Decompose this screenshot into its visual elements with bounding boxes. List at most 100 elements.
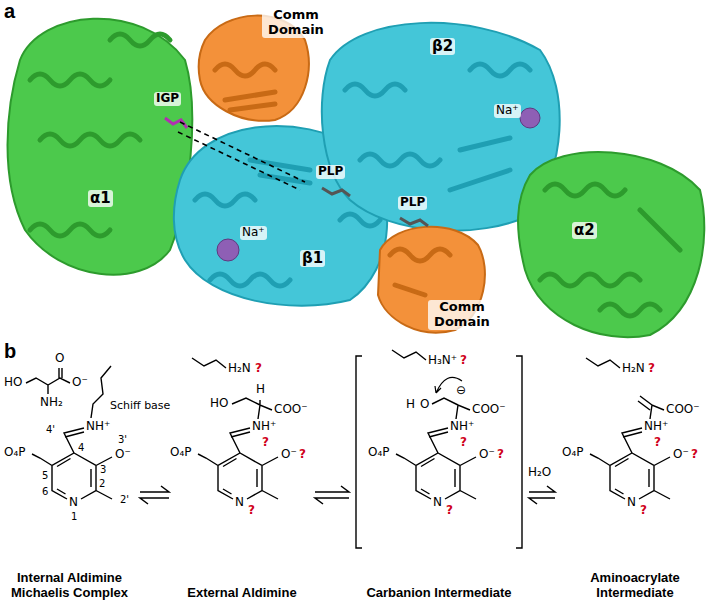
atom-label: NH⁺ bbox=[450, 420, 474, 434]
domain-label: Comm Domain bbox=[262, 8, 330, 38]
tunnel-line bbox=[178, 122, 305, 190]
atom-label: N bbox=[627, 496, 636, 510]
domain-label: PLP bbox=[398, 196, 427, 210]
atom-label: H₂N bbox=[622, 362, 645, 376]
atom-label: ? bbox=[648, 362, 655, 376]
pyridine-ring bbox=[590, 428, 670, 499]
atom-label: NH⁺ bbox=[644, 420, 668, 434]
atom-label: O₄P bbox=[4, 446, 26, 460]
domain-label: β2 bbox=[430, 38, 455, 55]
domain-label: Na⁺ bbox=[240, 226, 267, 240]
atom-label: H bbox=[406, 398, 415, 412]
atom-label: ? bbox=[654, 436, 661, 450]
atom-label: Schiff base bbox=[110, 400, 170, 413]
pyridine-ring bbox=[32, 428, 112, 499]
atom-label: NH⁺ bbox=[86, 420, 110, 434]
atom-label: O₄P bbox=[562, 446, 584, 460]
atom-label: HO bbox=[4, 376, 22, 390]
atom-label: H bbox=[256, 383, 265, 397]
atom-label: 4 bbox=[78, 442, 84, 454]
atom-label: O⁻ bbox=[479, 448, 495, 462]
equilibrium-arrow bbox=[315, 486, 349, 504]
atom-label: 6 bbox=[42, 486, 48, 498]
domain-label: α2 bbox=[572, 222, 597, 239]
intermediate-node: External Aldimine bbox=[172, 352, 312, 604]
atom-label: COO⁻ bbox=[666, 403, 700, 417]
domain-label: PLP bbox=[316, 165, 345, 179]
atom-label: ? bbox=[262, 436, 269, 450]
atom-label: ? bbox=[446, 504, 453, 518]
atom-label: 5 bbox=[42, 470, 48, 482]
domain-label: β1 bbox=[300, 250, 325, 267]
atom-label: 4' bbox=[46, 424, 55, 436]
comm-domain-2-helices bbox=[390, 249, 450, 295]
serine-lysine-bonds bbox=[26, 366, 111, 418]
beta2-helices bbox=[345, 64, 530, 190]
atom-label: N bbox=[69, 496, 78, 510]
atom-label: ? bbox=[497, 448, 504, 462]
atom-label: NH⁺ bbox=[252, 420, 276, 434]
atom-label: H₂O bbox=[528, 466, 551, 480]
sodium-sphere bbox=[217, 239, 239, 261]
domain-label: α1 bbox=[88, 190, 113, 207]
alpha2-helices bbox=[540, 184, 680, 316]
species-caption: Internal Aldimine Michaelis Complex bbox=[2, 570, 137, 604]
atom-label: 3 bbox=[100, 464, 106, 476]
alpha1-helices bbox=[30, 34, 170, 236]
atom-label: O⁻ bbox=[281, 448, 297, 462]
sodium-sphere bbox=[520, 108, 540, 128]
domain-label: IGP bbox=[154, 92, 181, 106]
atom-label: 1 bbox=[71, 511, 77, 523]
atom-label: O⁻ bbox=[72, 376, 88, 390]
atom-label: HO bbox=[210, 397, 228, 411]
atom-label: COO⁻ bbox=[472, 403, 506, 417]
equilibrium-arrow bbox=[529, 486, 555, 504]
atom-label: O bbox=[420, 398, 429, 412]
species-caption: Aminoacrylate Intermediate bbox=[558, 570, 712, 604]
panel-letter: a bbox=[4, 0, 15, 23]
intermediate-node: Internal Aldimine Michaelis Complex bbox=[2, 352, 137, 604]
aminoacrylate-bonds bbox=[586, 358, 664, 419]
plp-sticks bbox=[322, 188, 428, 226]
atom-label: N bbox=[433, 496, 442, 510]
atom-label: NH₂ bbox=[40, 396, 63, 410]
atom-label: ? bbox=[460, 354, 467, 368]
atom-label: O⁻ bbox=[115, 448, 131, 462]
intermediate-node: Aminoacrylate Intermediate bbox=[558, 352, 712, 604]
atom-label: H₃N⁺ bbox=[428, 354, 457, 368]
atom-label: ? bbox=[248, 504, 255, 518]
external-aldimine-bonds bbox=[192, 358, 272, 419]
atom-label: ⊖ bbox=[456, 384, 466, 398]
alpha2-domain bbox=[518, 152, 704, 337]
bracket bbox=[356, 356, 522, 548]
atom-label: O bbox=[55, 352, 64, 366]
atom-label: O₄P bbox=[368, 446, 390, 460]
comm-domain-1-helices bbox=[215, 64, 275, 110]
domain-label: Na⁺ bbox=[494, 104, 521, 118]
pyridine-ring bbox=[198, 428, 278, 499]
atom-label: N bbox=[235, 496, 244, 510]
atom-label: 3' bbox=[118, 434, 127, 446]
atom-label: ? bbox=[299, 448, 306, 462]
atom-label: ? bbox=[460, 436, 467, 450]
intermediate-node: Carbanion Intermediate bbox=[352, 352, 526, 604]
species-caption: External Aldimine bbox=[172, 585, 312, 604]
equilibrium-arrow bbox=[140, 486, 169, 504]
alpha1-domain bbox=[8, 19, 193, 275]
atom-label: ? bbox=[691, 448, 698, 462]
atom-label: ? bbox=[640, 504, 647, 518]
pyridine-ring bbox=[396, 428, 476, 499]
atom-label: O⁻ bbox=[673, 448, 689, 462]
atom-label: 2' bbox=[120, 494, 129, 506]
atom-label: COO⁻ bbox=[274, 403, 308, 417]
panel-letter: b bbox=[4, 340, 16, 363]
atom-label: ? bbox=[255, 362, 262, 376]
atom-label: 2 bbox=[99, 478, 105, 490]
atom-label: O₄P bbox=[170, 446, 192, 460]
atom-label: H₂N bbox=[228, 362, 251, 376]
domain-label: Comm Domain bbox=[428, 300, 496, 330]
carbanion-bonds bbox=[392, 350, 470, 419]
